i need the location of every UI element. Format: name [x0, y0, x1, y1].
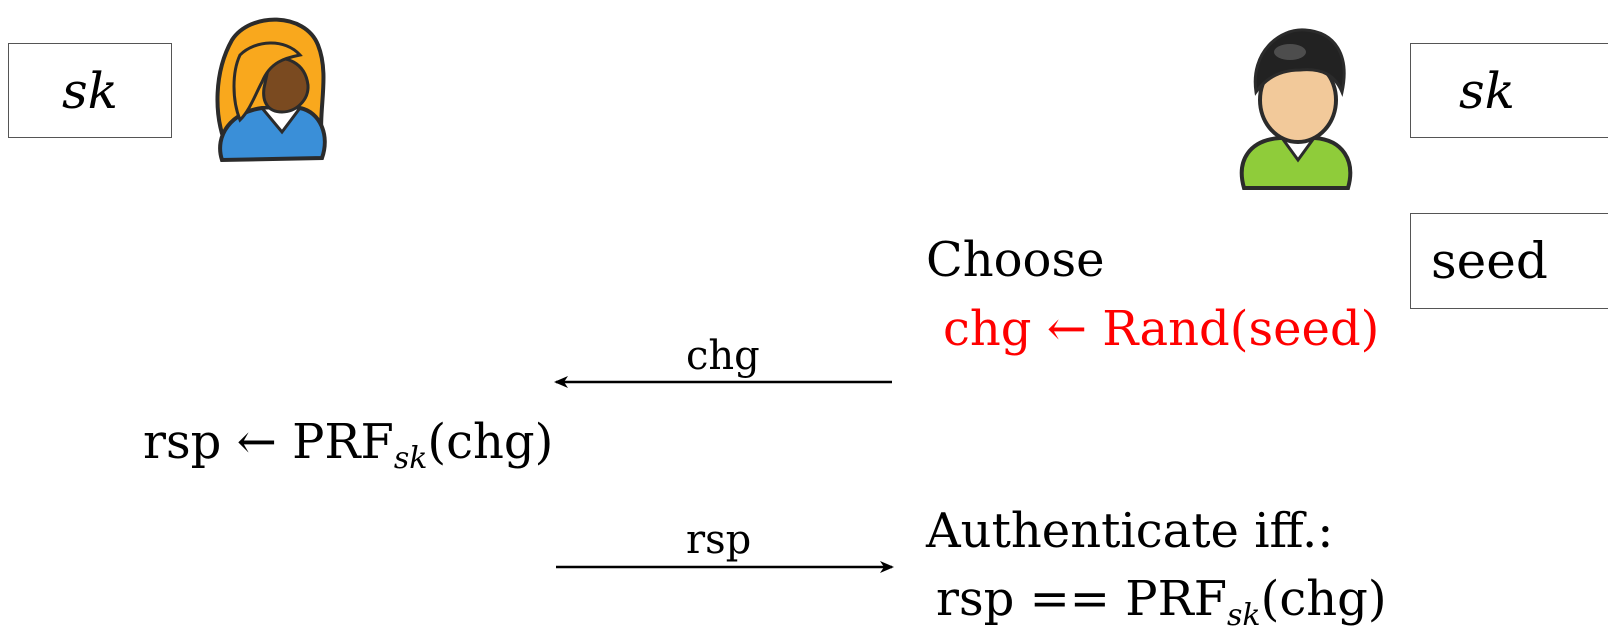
bob-avatar-icon: [1239, 28, 1353, 190]
alice-avatar-icon: [215, 17, 327, 163]
chg-var: chg: [943, 301, 1032, 357]
bob-seed-box: seed: [1410, 213, 1608, 309]
choose-heading: Choose: [926, 232, 1105, 288]
prf-name: PRF: [292, 414, 394, 470]
bob-seed-label: seed: [1431, 232, 1548, 290]
prf-argument: (chg): [1260, 571, 1387, 627]
prf-name: PRF: [1125, 571, 1228, 627]
equality-operator: ==: [1029, 571, 1111, 627]
alice-response-computation: rsp ← PRFsk(chg): [143, 418, 553, 474]
prf-key-subscript: sk: [1227, 598, 1261, 633]
assign-arrow: ←: [236, 414, 277, 470]
rsp-var: rsp: [936, 571, 1015, 627]
verify-condition: rsp == PRFsk(chg): [936, 575, 1387, 631]
alice-key-label: sk: [62, 61, 118, 120]
alice-key-box: sk: [8, 43, 172, 138]
prf-argument: (chg): [427, 414, 554, 470]
rand-call: Rand(seed): [1102, 301, 1380, 357]
prf-key-subscript: sk: [393, 441, 428, 476]
bob-key-label: sk: [1459, 61, 1515, 120]
assign-arrow: ←: [1046, 301, 1088, 357]
response-message-label: rsp: [686, 517, 752, 563]
rsp-var: rsp: [143, 414, 222, 470]
challenge-generation: chg ← Rand(seed): [943, 305, 1379, 353]
challenge-message-label: chg: [686, 333, 760, 379]
bob-key-box: sk: [1410, 43, 1608, 138]
verify-heading: Authenticate iff.:: [926, 503, 1334, 559]
